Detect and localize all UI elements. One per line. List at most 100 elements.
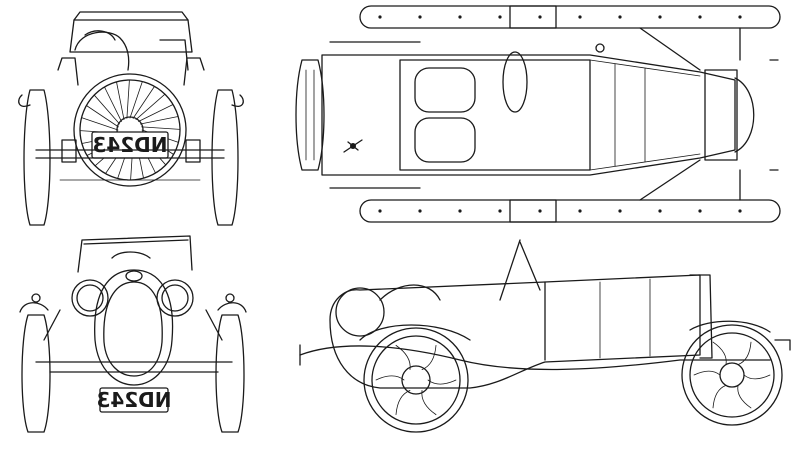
headlamp-left-lens: [76, 284, 104, 312]
wheel-spoke: [421, 344, 437, 371]
steering-wheel-rear: [84, 30, 116, 41]
mudguard-rivet: [538, 15, 542, 19]
rear-wheel-right: [211, 89, 239, 226]
top-front-braces: [639, 27, 701, 201]
headlamp-right-lens: [161, 284, 189, 312]
front-mudguard-left: [19, 302, 49, 313]
rear-body-top: [69, 19, 193, 53]
mudguard-rivet: [698, 15, 702, 19]
front-windscreen-frame: [77, 235, 193, 273]
rear-lamp-right: [185, 139, 201, 163]
mudguard-rivet: [498, 209, 502, 213]
top-cockpit: [399, 59, 591, 171]
side-seat: [379, 284, 441, 301]
side-rear-wheel: [363, 327, 469, 433]
wheel-spoke: [86, 105, 119, 128]
front-steering-wheel: [111, 251, 151, 259]
mudguard-rivet: [578, 209, 582, 213]
mudguard-rivet: [498, 15, 502, 19]
mudguard-rivet: [458, 209, 462, 213]
wheel-spoke: [138, 104, 174, 122]
top-tank-emblem-center: [350, 143, 356, 149]
mudguard-rivet: [578, 15, 582, 19]
top-mudguard-lower: [359, 199, 781, 223]
mudguard-rivet: [378, 209, 382, 213]
rear-fender-left-top: [57, 57, 79, 86]
top-fuel-cap: [595, 43, 605, 53]
mudguard-rivet: [618, 15, 622, 19]
wheel-spoke: [395, 389, 411, 416]
wheel-spoke: [693, 370, 721, 376]
top-lamp-mounts: [769, 59, 779, 171]
side-front-wheel: [681, 324, 783, 426]
front-wheel-right: [215, 314, 245, 433]
top-radiator-front: [734, 77, 755, 153]
rear-view: ND243: [18, 11, 244, 226]
mudguard-rivet: [418, 209, 422, 213]
top-rear-springs: [329, 41, 421, 189]
spare-wheel-rim-inner: [79, 79, 181, 181]
side-view: [299, 239, 791, 433]
wheel-spoke: [81, 117, 119, 131]
side-front-hub: [719, 362, 745, 388]
top-mudguard-upper: [359, 5, 781, 29]
side-front-wheel-inner: [689, 332, 775, 418]
wheel-spoke: [421, 389, 437, 416]
side-lamp-left: [31, 293, 41, 303]
front-plate-number: ND243: [96, 388, 171, 412]
mudguard-rivet: [538, 209, 542, 213]
front-brace-left: [43, 309, 61, 341]
rear-seat-back: [74, 31, 130, 71]
mudguard-rivet: [378, 15, 382, 19]
wheel-spoke: [427, 379, 457, 385]
rear-plate-number: ND243: [92, 133, 167, 157]
front-brace-right: [205, 309, 223, 341]
radiator-cap: [125, 270, 143, 282]
side-steering-column: [499, 239, 521, 301]
wheel-spoke: [104, 86, 122, 122]
mudguard-rivet: [738, 209, 742, 213]
headlamp-left: [71, 279, 109, 317]
wheel-spoke: [737, 341, 752, 366]
top-seat-right: [414, 117, 476, 163]
front-license-plate: [99, 387, 169, 413]
wheel-spoke: [141, 126, 181, 130]
top-step-upper: [509, 5, 557, 29]
front-view: ND243: [19, 235, 247, 433]
front-mudguard-right: [217, 302, 247, 313]
wheel-spoke: [132, 86, 155, 119]
top-spare-wheel: [295, 59, 325, 171]
mudguard-rivet: [618, 209, 622, 213]
spare-wheel-rim-outer: [73, 73, 187, 187]
top-radiator-block: [704, 69, 738, 161]
top-steering-wheel: [502, 51, 528, 113]
wheel-spoke: [712, 341, 727, 366]
side-wheel-spokes: [375, 341, 771, 416]
wheel-spoke: [737, 384, 752, 409]
rear-mudguard-left: [18, 94, 31, 107]
wheel-spoke: [712, 384, 727, 409]
rear-hood: [73, 11, 189, 21]
front-windscreen-top: [83, 239, 189, 245]
side-rear-hub: [401, 365, 431, 395]
rear-lamp-left: [61, 139, 77, 163]
side-front-lamp: [774, 339, 791, 351]
rear-seat-right: [159, 39, 189, 71]
top-seat-left: [414, 67, 476, 113]
side-chassis: [299, 345, 771, 371]
wheel-spoke: [129, 81, 143, 119]
rear-mudguard-right: [231, 94, 244, 107]
front-wheel-left: [21, 314, 51, 433]
top-step-lower: [509, 199, 557, 223]
wheel-spoke: [743, 374, 771, 380]
top-view: [295, 5, 781, 223]
rear-wheel-left: [23, 89, 51, 226]
mudguard-rivet: [658, 15, 662, 19]
mudguard-rivet: [698, 209, 702, 213]
side-lamp-right: [225, 293, 235, 303]
mudguard-rivet: [658, 209, 662, 213]
wheel-spoke: [116, 81, 125, 121]
radiator-cowl: [94, 269, 174, 386]
